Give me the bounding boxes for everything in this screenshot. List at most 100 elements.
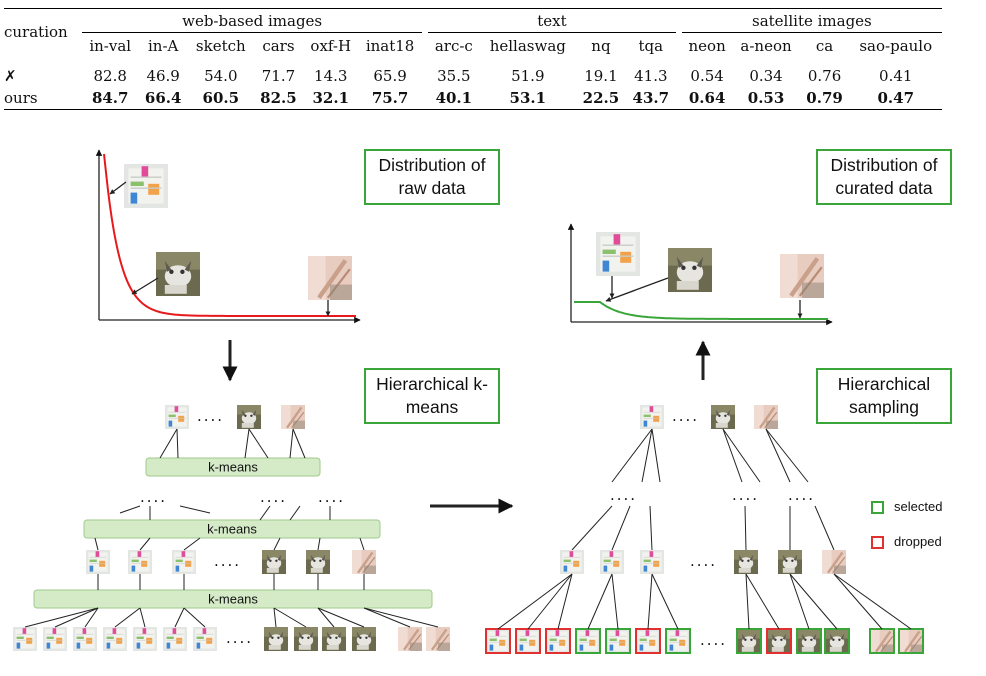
table-cell: 46.9 — [146, 66, 180, 85]
kmeans-l3-thumb-1 — [128, 550, 152, 574]
kmeans-edge-l1-4 — [289, 428, 294, 459]
col-header: in-val — [89, 36, 132, 55]
table-cell: 35.5 — [437, 66, 471, 85]
kmeans-mid-ellipsis-3: .... — [318, 488, 345, 506]
sampling-leaf-thumb-1 — [516, 629, 540, 653]
sampling-leaf-thumb-8 — [767, 629, 791, 653]
sampling-edge-l1-3 — [722, 428, 743, 483]
sampling-leaf-edge-8 — [745, 573, 780, 630]
table-cell: 19.1 — [584, 66, 618, 85]
sampling-l3-thumb-1 — [600, 550, 624, 574]
sampling-edge-l2-3 — [744, 505, 747, 551]
sampling-edge-l1-0 — [611, 428, 653, 483]
group-satellite: satellite images — [681, 8, 942, 33]
col-header: tqa — [638, 36, 664, 55]
table-cell: 53.1 — [479, 86, 576, 110]
sampling-edge-l1-2 — [651, 428, 661, 483]
table-cell: 82.5 — [253, 86, 304, 110]
kmeans-bar-3-label: k-means — [208, 592, 258, 607]
row-header: curation — [4, 8, 83, 59]
legend-selected-label: selected — [894, 499, 943, 514]
sampling-leaf-thumb-4 — [606, 629, 630, 653]
raw-thumb-rare — [308, 256, 352, 300]
sampling-leaf-thumb-3 — [576, 629, 600, 653]
table-cell: 14.3 — [314, 66, 348, 85]
sampling-edge-l2-5 — [814, 505, 835, 551]
kmeans-top-thumb-doc — [165, 405, 189, 429]
sampling-edge-l2-2 — [649, 505, 653, 551]
table-cell: 82.8 — [93, 66, 127, 85]
sampling-leaf-thumb-2 — [546, 629, 570, 653]
kmeans-edge-l2-4 — [289, 505, 301, 521]
kmeans-edge-l3-4 — [317, 537, 321, 551]
sampling-l3-thumb-2 — [640, 550, 664, 574]
kmeans-l3-thumb-3 — [262, 550, 286, 574]
table-group-row: curation web-based images text satellite… — [4, 8, 942, 59]
table-cell: 0.79 — [799, 86, 850, 110]
sampling-top-thumb-doc — [640, 405, 664, 429]
kmeans-leaf-edge-12 — [363, 607, 439, 628]
kmeans-leaf-edge-1 — [54, 607, 99, 628]
table-cell: 75.7 — [358, 86, 423, 110]
kmeans-leaf-edge-7 — [273, 607, 277, 628]
kmeans-edge-l1-3 — [248, 428, 269, 459]
col-header: sketch — [195, 36, 246, 55]
sampling-edge-l1-6 — [765, 428, 809, 483]
kmeans-bar-1-label: k-means — [208, 460, 258, 475]
kmeans-top-thumb-rare — [281, 405, 305, 429]
sampling-edge-l1-1 — [641, 428, 653, 483]
raw-distribution-label: Distribution of raw data — [364, 149, 500, 205]
kmeans-leaf-edge-0 — [24, 607, 99, 628]
sampling-leaf-thumb-5 — [636, 629, 660, 653]
kmeans-l3-thumb-4 — [306, 550, 330, 574]
kmeans-leaf-thumb-3 — [103, 627, 127, 651]
table-cell: 84.7 — [82, 86, 139, 110]
curated-distribution-curve — [574, 301, 828, 320]
sampling-mid-ellipsis-3: .... — [788, 486, 815, 504]
kmeans-leaf-thumb-10 — [352, 627, 376, 651]
sampling-leaf-ellipsis: .... — [700, 631, 727, 649]
kmeans-leaf-edge-9 — [317, 607, 335, 628]
curation-diagram: ....k-means............k-means....k-mean… — [0, 130, 986, 676]
raw-thumb-dog — [156, 252, 200, 296]
kmeans-l3-thumb-2 — [172, 550, 196, 574]
kmeans-leaf-edge-6 — [183, 607, 206, 628]
col-header: oxf-H — [310, 36, 352, 55]
kmeans-edge-l3-2 — [183, 537, 201, 551]
kmeans-edge-l1-1 — [176, 428, 179, 459]
diagram-canvas: ....k-means............k-means....k-mean… — [13, 149, 924, 654]
table-cell: 0.54 — [690, 66, 724, 85]
kmeans-l3-thumb-0 — [86, 550, 110, 574]
col-header: cars — [262, 36, 295, 55]
table-cell: 71.7 — [261, 66, 296, 85]
raw-thumb-doc — [124, 164, 168, 208]
table-cell: 0.47 — [849, 86, 942, 110]
kmeans-edge-l2-2 — [179, 505, 211, 514]
kmeans-edge-l3-1 — [139, 537, 151, 551]
sampling-leaf-thumb-9 — [797, 629, 821, 653]
sampling-leaf-edge-1 — [527, 573, 573, 630]
sampling-leaf-edge-10 — [789, 573, 838, 630]
sampling-edge-l1-5 — [765, 428, 791, 483]
kmeans-leaf-thumb-8 — [294, 627, 318, 651]
table-cell: 41.3 — [634, 66, 668, 85]
kmeans-edge-l1-2 — [244, 428, 250, 459]
group-text: text — [428, 8, 676, 33]
table-cell: 51.9 — [511, 66, 545, 85]
legend-dropped-swatch — [871, 536, 884, 549]
kmeans-leaf-thumb-7 — [264, 627, 288, 651]
raw-pointer-dog — [131, 277, 159, 295]
curated-thumb-rare — [780, 254, 824, 298]
table-cell: 60.5 — [188, 86, 254, 110]
table-cell: 0.64 — [681, 86, 733, 110]
kmeans-l3-thumb-5 — [352, 550, 376, 574]
kmeans-leaf-edge-2 — [84, 607, 99, 628]
kmeans-top-ellipsis: .... — [197, 407, 224, 425]
sampling-leaf-thumb-10 — [825, 629, 849, 653]
kmeans-leaf-thumb-9 — [322, 627, 346, 651]
table-cell: 54.0 — [204, 66, 238, 85]
kmeans-bar-1 — [145, 457, 321, 477]
table-cell: 0.41 — [879, 66, 913, 85]
kmeans-leaf-thumb-0 — [13, 627, 37, 651]
